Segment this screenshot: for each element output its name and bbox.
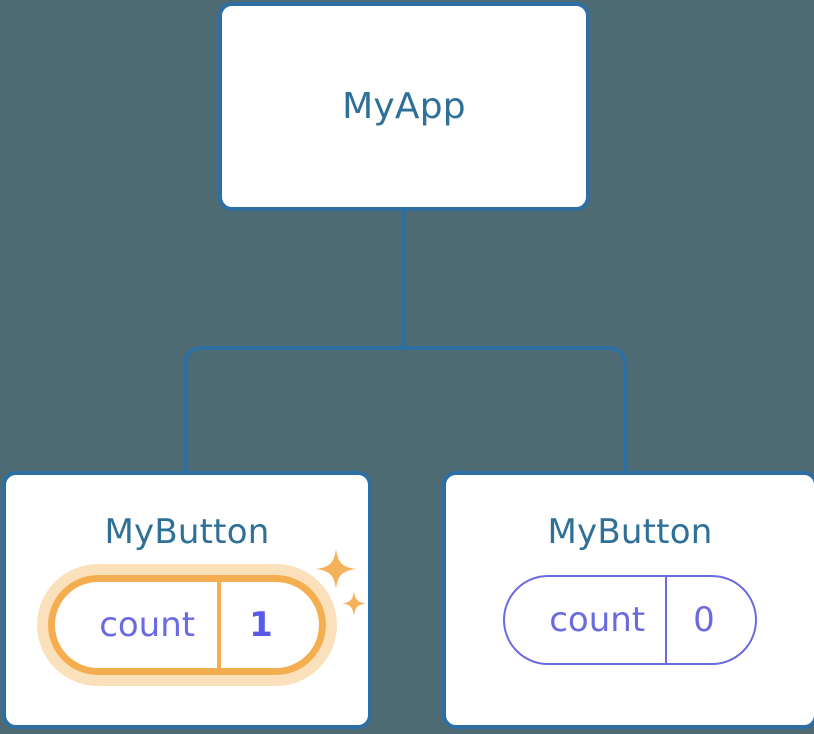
connector-children-bracket [183,346,627,471]
sparkle-icon [315,549,356,589]
node-title: MyApp [342,85,466,127]
node-mybutton-1[interactable]: MyButton count 0 [442,471,814,729]
state-key-label: count [99,605,196,645]
state-value-label: 1 [249,605,273,645]
state-pill[interactable]: count 1 [48,575,326,675]
state-pill[interactable]: count 0 [503,575,757,665]
state-key-label: count [549,600,646,640]
pill-divider [217,582,222,668]
node-mybutton-0[interactable]: MyButton count 1 [2,471,372,729]
state-pill-wrapper: count 0 [503,575,757,665]
highlight-glow [37,564,337,686]
node-title: MyButton [547,512,713,552]
pill-divider [665,577,668,663]
state-value-label: 0 [693,600,715,640]
sparkle-small-icon [341,591,366,616]
node-myapp[interactable]: MyApp [218,2,590,211]
state-pill-wrapper: count 1 [37,549,366,686]
node-title: MyButton [104,512,270,552]
